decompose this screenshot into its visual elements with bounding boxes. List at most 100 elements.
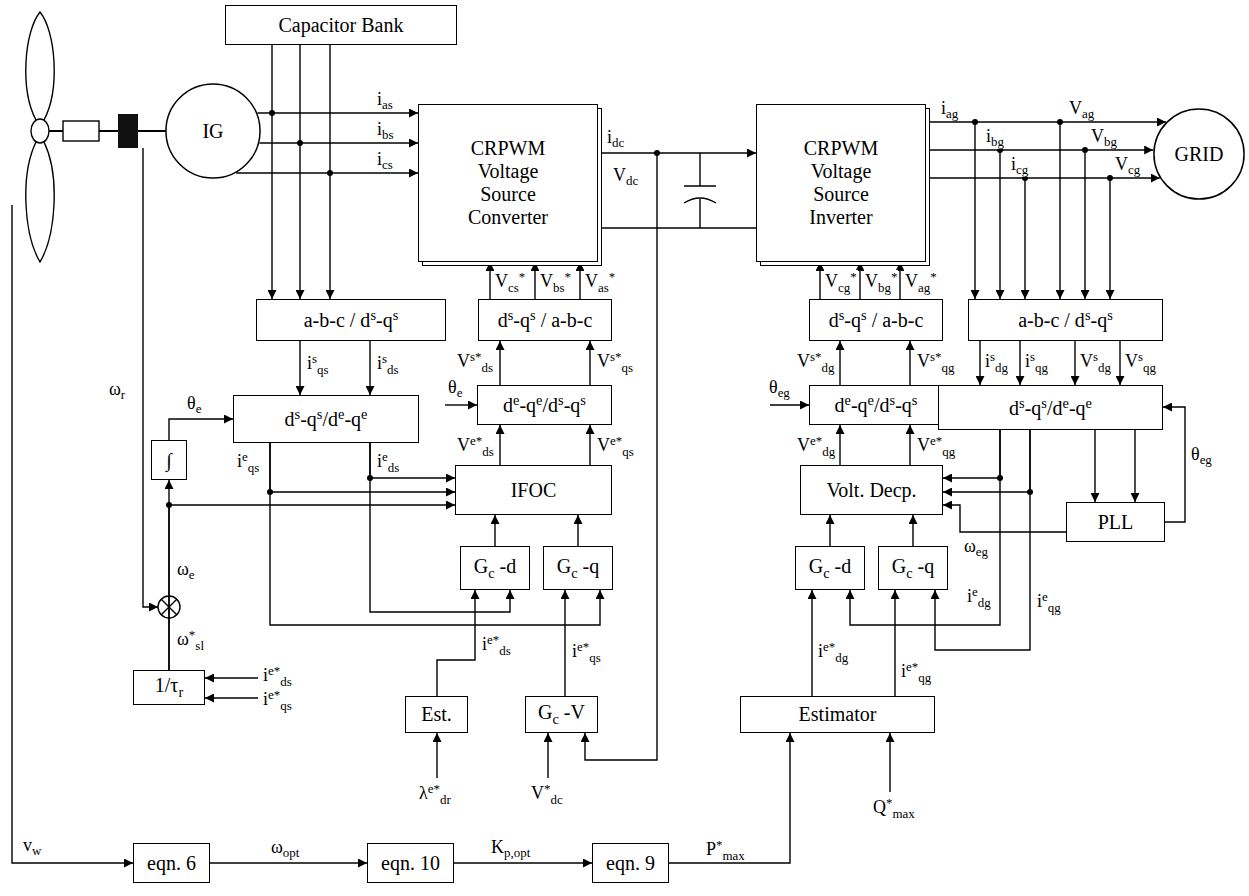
superscript: e*	[487, 632, 499, 647]
signal-label: Vs*qg	[916, 350, 955, 374]
signal-label: Vs*dg	[796, 350, 835, 374]
text-run: -q	[913, 555, 935, 577]
box-text: ds-qs/de-qe	[1009, 395, 1092, 420]
circle-shape	[166, 84, 260, 178]
text-run: CRPWM Voltage Source Inverter	[804, 137, 878, 228]
signal-label: Vbg	[1090, 127, 1118, 149]
text-run: 1/τ	[155, 674, 179, 696]
subscript: ds	[499, 643, 511, 658]
gain-box: 1/τr	[133, 670, 205, 705]
text-run: i	[482, 634, 487, 654]
text-run: i	[263, 689, 268, 709]
subscript: e	[189, 567, 195, 582]
superscript: e*	[930, 433, 942, 448]
superscript: s*	[470, 349, 482, 364]
box-text: IFOC	[511, 479, 557, 502]
text-run: G	[892, 555, 906, 577]
signal-label: ω*sl	[176, 628, 205, 652]
signal-connector	[299, 341, 300, 395]
text-run: θ	[1191, 444, 1200, 464]
text-run: i	[1037, 591, 1042, 611]
box-text: ds-qs / a-b-c	[498, 307, 593, 332]
text-run: Est.	[421, 703, 452, 725]
box-text: Capacitor Bank	[279, 14, 404, 37]
text-run: eqn. 6	[147, 852, 196, 874]
box-text: GRID	[1175, 143, 1224, 166]
signal-connector	[829, 515, 830, 546]
text-run: CRPWM Voltage Source Converter	[468, 137, 548, 228]
box-text: Gc -q	[892, 555, 935, 581]
subscript: ag	[1082, 106, 1094, 121]
superscript: e	[361, 406, 367, 422]
signal-connector	[859, 262, 860, 299]
signal-label: θe	[447, 378, 463, 400]
input-arrows	[205, 405, 890, 792]
superscript: s	[839, 307, 845, 323]
superscript: s	[890, 392, 896, 408]
box-text: Gc -V	[538, 701, 585, 727]
subscript: cg	[1128, 162, 1140, 177]
signal-connector	[489, 262, 490, 299]
subscript: c	[571, 565, 577, 581]
subscript: c	[488, 565, 494, 581]
equation-box: eqn. 10	[367, 843, 454, 883]
text-run: V	[917, 435, 930, 455]
text-run: -q	[376, 310, 393, 332]
signal-label: θeg	[1190, 445, 1213, 467]
signal-label: ibg	[985, 127, 1005, 149]
converter-box: CRPWM Voltage Source Converter	[418, 104, 598, 262]
subscript: qs	[280, 698, 292, 713]
controller-box: Gc -q	[878, 546, 948, 590]
signal-connector	[894, 590, 895, 696]
text-run: V	[495, 271, 508, 291]
text-run: -q	[1090, 310, 1107, 332]
text-run: V	[825, 271, 838, 291]
signal-label: Vag	[1068, 99, 1095, 121]
subscript: sl	[195, 638, 204, 653]
signal-label: iedg	[966, 585, 992, 609]
capacitor-symbol	[684, 153, 716, 228]
text-run: V	[597, 435, 610, 455]
subscript: bg	[1104, 134, 1117, 149]
signal-connector	[577, 515, 578, 546]
signal-connector	[329, 45, 330, 299]
sense-wire	[1084, 150, 1085, 299]
superscript: s	[370, 307, 376, 323]
text-run: -q	[513, 310, 530, 332]
text-run: d	[829, 310, 839, 332]
signal-label: ieds	[376, 450, 400, 474]
signal-connector	[210, 862, 367, 863]
turbine-blade	[26, 12, 54, 120]
subscript: qg	[918, 670, 931, 685]
superscript: s	[508, 307, 514, 323]
transform-box: ds-qs / a-b-c	[478, 299, 612, 341]
subscript: max	[723, 848, 745, 863]
subscript: bg	[878, 280, 891, 295]
superscript: s	[1030, 349, 1035, 364]
superscript: e	[382, 449, 388, 464]
subscript: eg	[1200, 452, 1212, 467]
signal-label: λe*dr	[418, 782, 452, 806]
signal-label: isqs	[306, 352, 330, 376]
subscript: dc	[626, 173, 638, 188]
superscript: e*	[268, 687, 280, 702]
subscript: dr	[440, 792, 451, 807]
signal-connector	[1019, 341, 1020, 385]
signal-label: Vcs*	[494, 270, 526, 294]
sense-wire	[999, 150, 1000, 299]
signal-connector	[1134, 430, 1135, 502]
signal-connector	[819, 262, 820, 299]
text-run: θ	[769, 377, 778, 397]
superscript: s	[295, 406, 301, 422]
text-run: V	[1080, 351, 1093, 371]
text-run: V	[905, 271, 918, 291]
signal-connector	[437, 590, 475, 696]
superscript: *	[850, 269, 856, 284]
text-run: V	[457, 435, 470, 455]
signal-connector	[564, 590, 565, 696]
text-run: i	[941, 98, 946, 118]
text-run: i	[377, 451, 382, 471]
signal-connector	[909, 341, 910, 385]
text-run: PLL	[1098, 511, 1134, 533]
superscript: *	[544, 781, 550, 796]
